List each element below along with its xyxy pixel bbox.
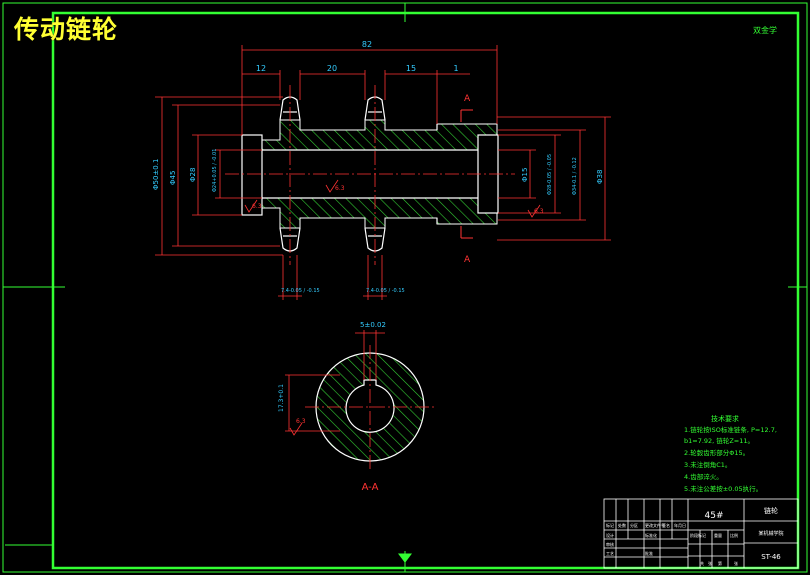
tech-req-heading: 技术要求: [711, 414, 739, 423]
section-dims: [285, 330, 385, 436]
tb-label-18: 张: [734, 560, 738, 566]
tb-label-6: 年月日: [674, 522, 686, 528]
dim-d-bore-left-tol: Φ24+0.05 / -0.01: [212, 149, 218, 192]
dim-d-root: Φ45: [169, 171, 177, 185]
dim-keyway-width: 5±0.02: [360, 321, 386, 329]
tb-label-17: 第: [718, 560, 722, 566]
dim-d-tip: Φ50±0.1: [152, 159, 160, 190]
dim-tooth-width-1: 7.4-0.05 / -0.15: [281, 288, 320, 294]
dim-seg4: 1: [453, 64, 458, 73]
roughness-2: 6.3: [252, 203, 262, 210]
roughness-symbols: [244, 179, 541, 218]
tech-req-line-6: 5.未注公差按±0.05执行。: [684, 484, 762, 493]
section-letter-top: A: [464, 94, 471, 104]
section-roughness: 6.3: [296, 418, 306, 425]
tb-label-11: 比例: [730, 532, 738, 538]
tb-label-1: 标记: [606, 522, 614, 528]
tb-label-2: 处数: [618, 522, 626, 528]
dim-d-outer: Φ38: [596, 170, 604, 184]
section-markers: [460, 109, 473, 239]
tech-req-line-5: 4.齿部淬火。: [684, 472, 723, 481]
dim-d-shaft: Φ15: [521, 168, 529, 182]
section-view-label: A-A: [362, 482, 379, 493]
tb-label-10: 重量: [714, 532, 722, 538]
dim-overall-length: 82: [362, 40, 372, 49]
dim-tooth-width-2: 7.4-0.05 / -0.15: [366, 288, 405, 294]
centering-marks: [3, 3, 807, 572]
centerlines: [225, 85, 515, 265]
section-letter-bottom: A: [464, 255, 471, 265]
dim-d-right-bore: Φ28-0.05 / -0.05: [547, 154, 553, 195]
dim-seg3: 15: [406, 64, 416, 73]
corner-label: 双金学: [753, 25, 777, 35]
bore-lines: [262, 124, 478, 224]
dim-d-right-outer: Φ34-0.1 / -0.12: [572, 157, 578, 195]
dim-seg2: 20: [327, 64, 337, 73]
roughness-1: 6.3: [335, 185, 345, 192]
inner-border: [51, 11, 800, 570]
tech-req-line-2: b1=7.92, 链轮Z=11。: [684, 436, 754, 445]
drawing-title: 传动链轮: [14, 15, 119, 44]
dim-d-bore-left: Φ28: [189, 168, 197, 182]
tb-label-4: 更改文件号: [645, 522, 665, 528]
tb-label-7: 设计: [606, 532, 614, 538]
title-block-drawing-no: ST-46: [761, 553, 781, 561]
tb-label-8: 标准化: [645, 532, 657, 538]
horizontal-dims: [241, 45, 498, 135]
tb-label-3: 分区: [630, 522, 638, 528]
tb-label-5: 签名: [662, 522, 670, 528]
section-view: 5±0.02 17.3+0.1 6.3 A-A: [278, 321, 435, 493]
tech-req-line-4: 3.未注倒角C1。: [684, 460, 731, 469]
title-block: [603, 498, 799, 569]
technical-requirements: 技术要求 1.链轮按ISO标准链条, P=12.7, b1=7.92, 链轮Z=…: [684, 414, 777, 493]
tb-label-13: 工艺: [606, 551, 614, 556]
tb-label-15: 共: [700, 560, 704, 566]
right-vertical-dims: [497, 116, 611, 241]
main-view: 82 12 20 15 1 Φ50±0.1 Φ45 Φ28 Φ24+0.05 /…: [152, 40, 611, 300]
tb-label-16: 张: [708, 560, 712, 566]
tech-req-line-1: 1.链轮按ISO标准链条, P=12.7,: [684, 425, 777, 434]
roughness-3: 6.3: [534, 208, 544, 215]
tb-label-9: 阶段标记: [690, 532, 706, 538]
left-hub: [241, 134, 263, 216]
title-block-school: 某机械学院: [758, 530, 783, 537]
tb-label-12: 审核: [606, 541, 614, 547]
dim-keyway-depth: 17.3+0.1: [278, 384, 285, 412]
title-block-labels: 标记 处数 分区 更改文件号 签名 年月日 设计 标准化 阶段标记 重量 比例 …: [606, 522, 738, 566]
section-centerlines: [305, 345, 435, 470]
left-vertical-dims: [155, 96, 283, 256]
title-block-material: 45#: [705, 511, 724, 521]
title-block-part-name: 链轮: [764, 506, 778, 515]
dim-seg1: 12: [256, 64, 266, 73]
tb-label-14: 批准: [645, 550, 653, 556]
tooth-width-dims: [278, 255, 387, 300]
tech-req-line-3: 2.轮毂齿形部分Φ15。: [684, 448, 749, 457]
